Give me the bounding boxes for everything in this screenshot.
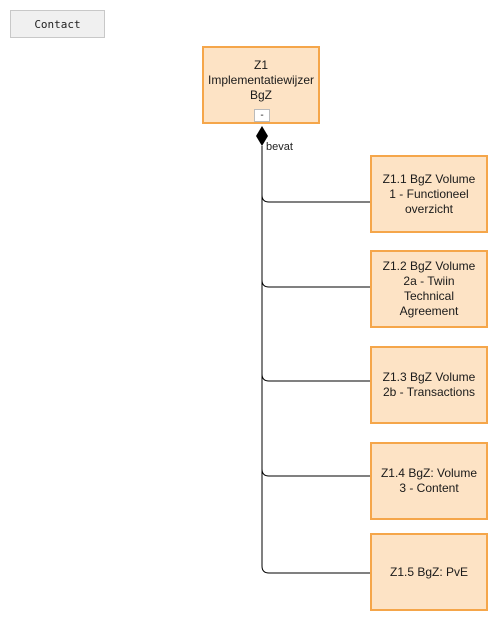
root-line2: Implementatiewijzer	[207, 72, 315, 87]
child-node-2[interactable]: Z1.2 BgZ Volume 2a - Twiin Technical Agr…	[370, 250, 488, 328]
child-node-4[interactable]: Z1.4 BgZ: Volume 3 - Content	[370, 442, 488, 520]
child-node-1[interactable]: Z1.1 BgZ Volume 1 - Functioneel overzich…	[370, 155, 488, 233]
root-node[interactable]: Z1 Implementatiewijzer BgZ -	[202, 46, 320, 124]
branch-4	[261, 468, 370, 477]
root-line1: Z1	[253, 57, 268, 72]
edge-label-bevat: bevat	[266, 141, 293, 153]
collapse-button[interactable]: -	[254, 109, 270, 122]
root-line3: BgZ	[249, 87, 272, 102]
branch-5	[261, 565, 370, 574]
branch-3	[261, 373, 370, 382]
composition-diamond	[256, 126, 268, 146]
contact-button[interactable]: Contact	[10, 10, 105, 38]
child-node-3[interactable]: Z1.3 BgZ Volume 2b - Transactions	[370, 346, 488, 424]
branch-2	[261, 279, 370, 288]
child-node-5[interactable]: Z1.5 BgZ: PvE	[370, 533, 488, 611]
branch-1	[261, 194, 370, 203]
